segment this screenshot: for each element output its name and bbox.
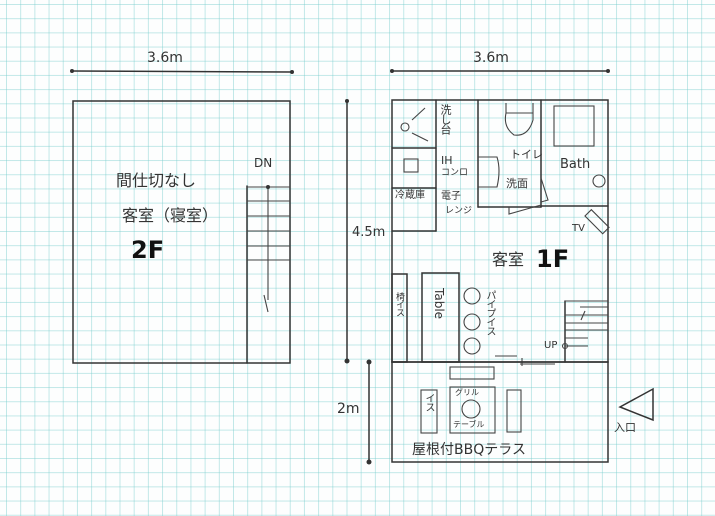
terrace-chair-label: イス [423,393,434,411]
floor1-width-label: 3.6m [473,50,509,66]
bench [391,273,408,363]
microwave-label-1: 電子 [441,191,461,202]
floor1-room-label: 客室 [492,250,525,269]
floor2-stair-dn-label: DN [254,156,273,170]
floor2-width-label: 3.6m [147,50,183,66]
terrace-chair-right [506,389,522,433]
terrace-depth-dimension-line [366,359,372,465]
washbasin-label: 洗面 [506,177,528,190]
table-label: Table [432,288,446,320]
floor2-note-guest-bedroom: 客室（寝室） [122,206,219,225]
floor1-depth-dimension-line [344,99,350,364]
terrace-bench-top [449,366,495,380]
stove-label: コンロ [441,168,469,178]
bench-label: 椅イス [394,292,404,316]
ih-label: IH [441,154,453,167]
kitchen-counter [391,99,437,232]
pipe-chairs [463,287,517,357]
sink-label: 洗し台 [439,104,452,134]
floor1-label: 1F [536,245,570,273]
bath [540,105,609,207]
floor2-outline [72,100,291,364]
floor2-note-no-partition: 間仕切なし [116,171,197,190]
bath-label: Bath [560,157,591,172]
floor2-label: 2F [131,236,165,264]
tv-label: TV [572,223,585,234]
grill-table [449,386,496,434]
grill-table-label: テーブル [453,420,485,429]
toilet-label: トイレ [510,148,543,161]
floor1-depth-label: 4.5m [352,225,386,240]
microwave-label-2: レンジ [445,206,473,216]
entrance-label: 入口 [614,421,636,434]
floor2-width-dimension-line [70,69,294,74]
floor1-width-dimension-line [390,69,610,73]
grill-label: グリル [455,388,479,397]
entrance-arrow-icon [618,387,654,422]
floor1-staircase [561,300,608,363]
terrace-label: 屋根付BBQテラス [412,442,526,458]
terrace-outline [391,361,609,463]
floor1-stair-up-label: UP [544,340,558,351]
pipe-chairs-label: パイプイス [484,290,495,335]
tv [584,208,610,235]
terrace-chair-left [420,389,438,434]
fridge-label: 冷蔵庫 [395,190,425,201]
terrace-depth-label: 2m [337,401,360,417]
floor2-staircase [246,185,290,364]
grill [461,399,481,419]
toilet-washroom [477,99,549,215]
